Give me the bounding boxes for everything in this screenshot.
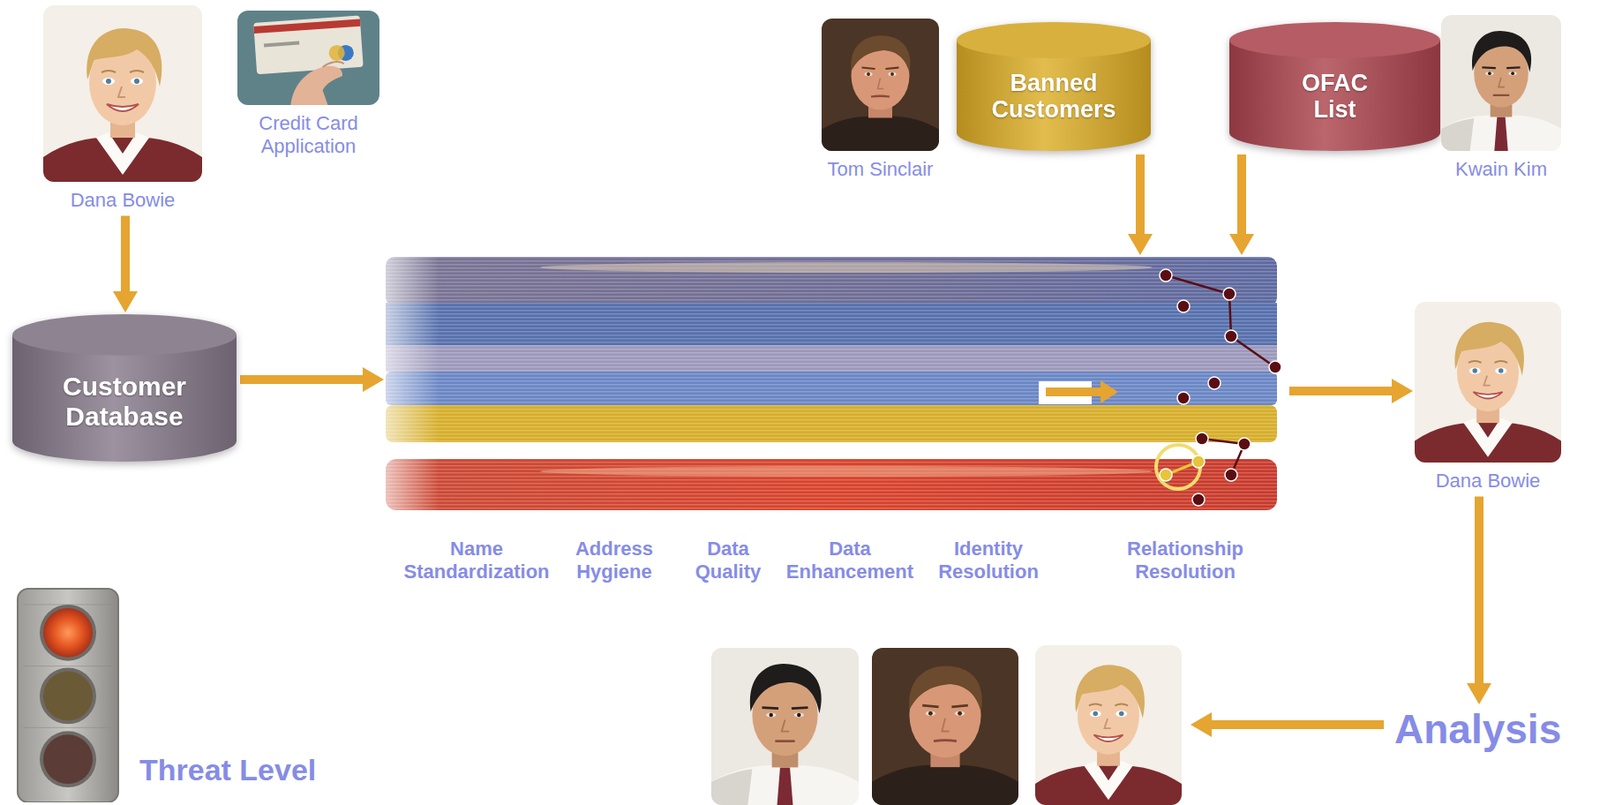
photo-label: Tom Sinclair — [821, 157, 939, 181]
flow-arrow — [1466, 495, 1492, 705]
person-photo — [1035, 645, 1182, 805]
flow-arrow — [1289, 378, 1413, 404]
heading-label: Analysis — [1394, 706, 1562, 753]
person-photo — [1414, 301, 1562, 463]
stage-label: Data Enhancement — [786, 537, 914, 585]
traffic-light — [15, 586, 121, 803]
photo-node: Tom Sinclair — [821, 18, 939, 181]
cylinder-text: Customer Database — [12, 314, 237, 462]
person-photo — [43, 5, 203, 182]
person-photo — [1441, 15, 1562, 151]
process-stack — [385, 256, 1282, 513]
person-photo — [1414, 301, 1562, 463]
person-photo — [821, 18, 939, 151]
stage-label: Relationship Resolution — [1126, 537, 1244, 585]
photo-node: Dana Bowie — [1414, 301, 1562, 493]
process-stack-node: Name Standardization Address Hygiene Data … — [385, 256, 1286, 586]
person-photo — [871, 647, 1019, 805]
person-photo — [711, 647, 859, 805]
cylinder-label: Banned Customers — [991, 69, 1116, 123]
person-photo — [43, 5, 203, 182]
person-photo — [1441, 15, 1562, 151]
stage-label: Name Standardization — [404, 537, 550, 585]
cylinder-top — [1229, 22, 1441, 59]
person-photo — [237, 10, 380, 106]
flow-arrow — [112, 215, 138, 313]
photo-label: Credit Card Application — [242, 112, 376, 159]
person-photo — [821, 18, 939, 151]
photo-label: Kwain Kim — [1441, 157, 1562, 181]
text-node: Analysis — [1394, 706, 1562, 753]
person-photo — [1035, 645, 1182, 805]
photo-label: Dana Bowie — [1414, 469, 1562, 493]
cylinder-label: Customer Database — [62, 371, 187, 431]
cylinder-text: Banned Customers — [956, 22, 1151, 151]
person-photo — [871, 647, 1019, 805]
stage-label: Address Hygiene — [575, 537, 654, 585]
stage-label: Data Quality — [695, 537, 762, 585]
flow-arrow — [1229, 154, 1255, 256]
database-cylinder: Banned Customers — [956, 22, 1151, 151]
cylinder-top — [12, 314, 237, 356]
cylinder-label: OFAC List — [1301, 69, 1368, 123]
cylinder-top — [956, 22, 1151, 59]
photo-label: Dana Bowie — [43, 188, 203, 212]
database-cylinder: OFAC List — [1229, 22, 1441, 151]
threat-indicator: Threat Level — [15, 586, 369, 804]
person-photo — [237, 10, 380, 106]
person-photo — [711, 647, 859, 805]
photo-node: Kwain Kim — [1441, 15, 1562, 181]
photo-node: Credit Card Application — [237, 10, 380, 159]
cylinder-text: OFAC List — [1229, 22, 1441, 151]
photo-node: Dana Bowie — [43, 5, 203, 212]
flow-arrow — [1190, 712, 1384, 737]
indicator-label: Threat Level — [139, 752, 316, 788]
flow-arrow — [240, 367, 384, 392]
stage-label: Identity Resolution — [938, 537, 1039, 585]
flow-arrow — [1127, 154, 1153, 256]
database-cylinder: Customer Database — [12, 314, 237, 462]
traffic-light — [15, 586, 121, 803]
